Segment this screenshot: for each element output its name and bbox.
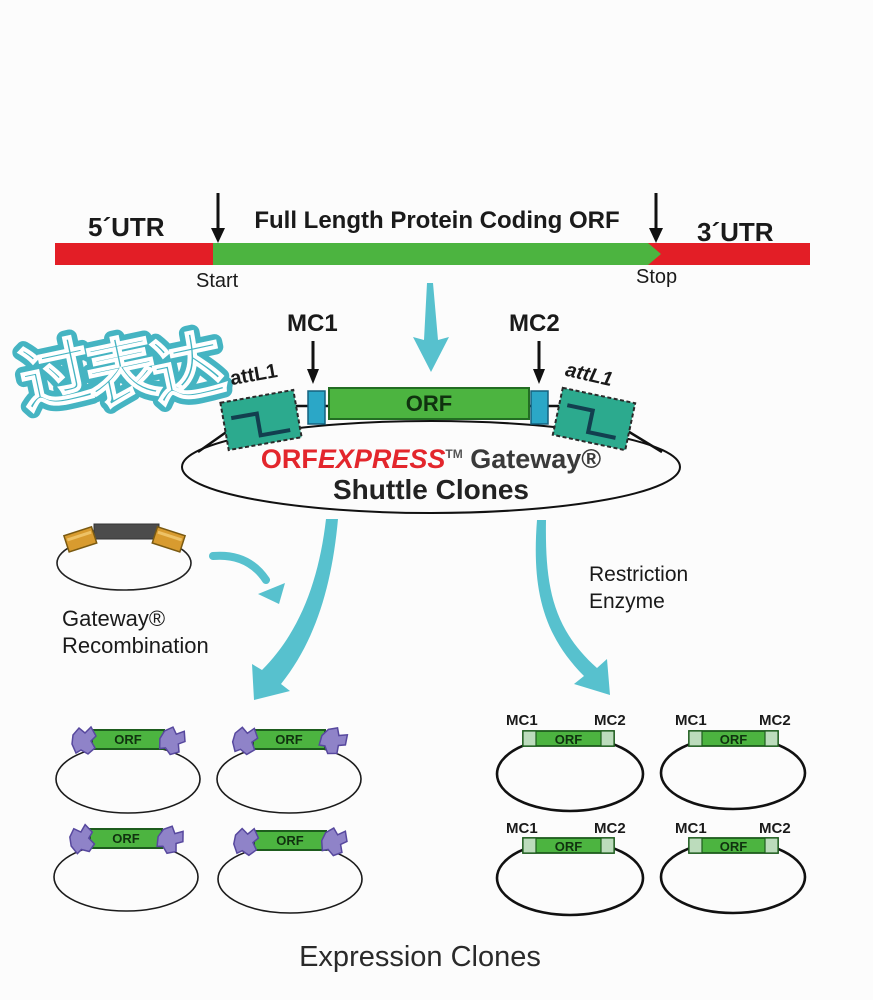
clone1-orf-label: ORF [114,732,142,747]
expression-clone-attb-4 [217,827,363,914]
expression-clone-mc-3 [495,837,645,917]
clone5-mc1-label: MC1 [506,712,538,729]
donor-insert-bar [93,523,160,540]
gateway-arrow-head [258,583,285,604]
label-5utr: 5´UTR [88,212,165,242]
label-restriction-2: Enzyme [589,590,665,613]
caption-expression-clones: Expression Clones [299,941,541,973]
clone6-orf-label: ORF [719,732,748,747]
mc2-site [530,390,549,425]
donor-attb-right [151,525,187,553]
watermark: 过表达 过表达 [6,316,239,430]
start-arrow-head [211,228,225,243]
brand-tm: TM [445,447,463,461]
donor-attb-left [62,525,98,553]
expression-clone-mc-4 [659,837,807,915]
label-full-length-orf: Full Length Protein Coding ORF [254,207,620,234]
expression-clone-mc-1 [495,730,645,813]
expression-clone-attb-1 [55,725,201,814]
label-start: Start [196,270,239,292]
label-gateway-recombination-2: Recombination [62,633,209,658]
right-branch-arrow [535,520,610,695]
expression-clone-attb-2 [216,726,362,814]
expression-clone-mc-2 [659,730,807,811]
brand-gateway: Gateway® [470,444,602,474]
label-shuttle-clones: Shuttle Clones [332,474,529,505]
stop-arrow-head [649,228,663,243]
gateway-arrow [209,551,270,584]
clone6-mc2-label: MC2 [759,712,791,729]
brand-orf: ORF [260,444,318,474]
label-stop: Stop [636,266,678,288]
attl1-left-box [219,388,303,452]
label-3utr: 3´UTR [697,217,774,247]
clone8-mc2-label: MC2 [759,820,791,837]
label-orf-bar: ORF [405,391,453,416]
clone3-orf-label: ORF [112,831,140,846]
left-branch-arrow [252,519,338,700]
clone7-mc2-label: MC2 [594,820,626,837]
clone8-orf-label: ORF [719,839,748,854]
attl1-right-box [551,386,637,452]
clone4-orf-label: ORF [276,833,304,848]
brand-express: EXPRESS [317,444,446,474]
watermark-text-over: 过表达 [12,323,232,424]
mc1-arrow-head [307,369,319,384]
mc1-site [307,390,326,425]
clone7-mc1-label: MC1 [506,820,538,837]
label-restriction-1: Restriction [589,563,689,586]
clone8-mc1-label: MC1 [675,820,707,837]
clone7-orf-label: ORF [554,839,583,854]
label-mc1: MC1 [287,310,338,337]
shuttle-plasmid-circle [181,420,681,514]
mc2-arrow-head [533,369,545,384]
label-mc2: MC2 [509,310,560,337]
expression-clone-attb-3 [53,823,199,912]
clone2-orf-label: ORF [275,732,303,747]
clone5-mc2-label: MC2 [594,712,626,729]
brand-line: ORFEXPRESSTM Gateway® [181,444,681,475]
orf-region-bar [213,243,661,265]
clone6-mc1-label: MC1 [675,712,707,729]
orf-bar [328,387,530,420]
clone5-orf-label: ORF [554,732,583,747]
label-gateway-recombination-1: Gateway® [62,606,166,631]
down-arrow-icon [413,283,449,372]
